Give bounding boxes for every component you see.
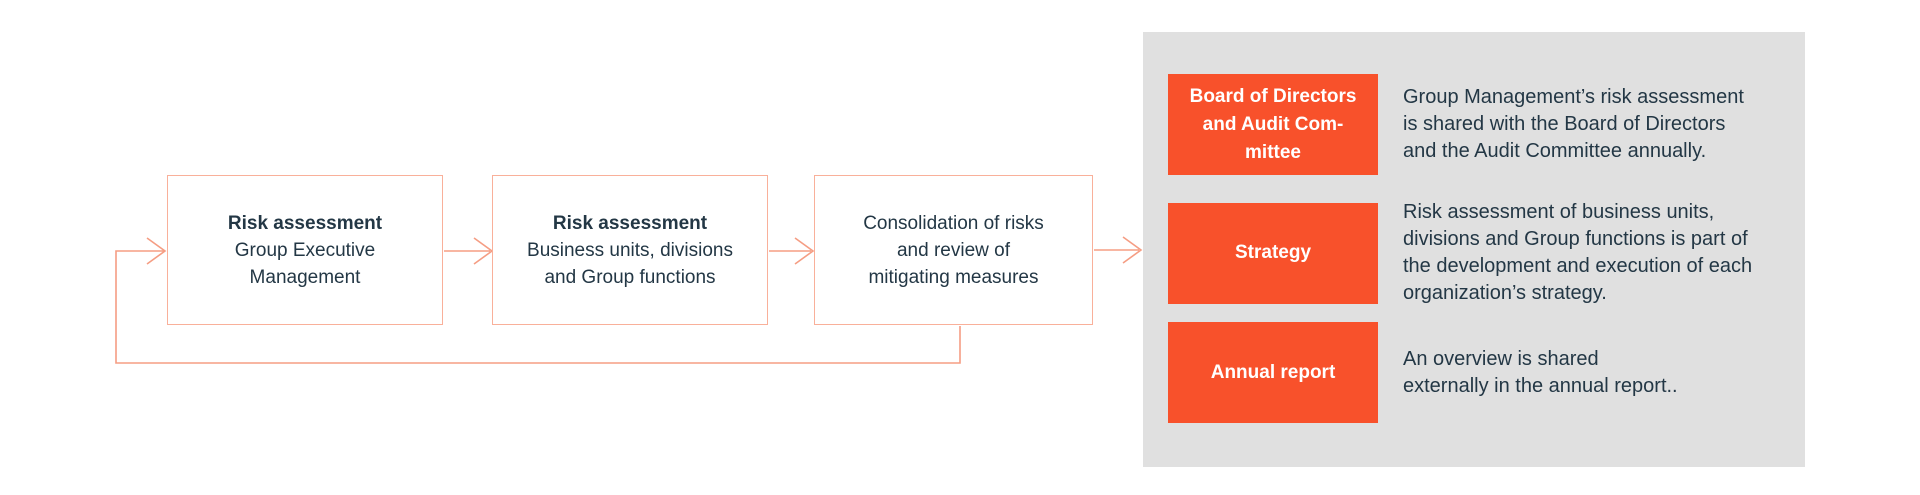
description-board-of-directors: Group Management’s risk assessment is sh… <box>1403 86 1744 162</box>
description-strategy: Risk assessment of business units, divis… <box>1403 201 1753 304</box>
reporting-panel: Board of Directors and Audit Com- mittee… <box>1143 32 1805 467</box>
panel-row-strategy: Strategy Risk assessment of business uni… <box>1168 199 1803 307</box>
flow-box-body: Consolidation of risks and review of mit… <box>863 212 1044 288</box>
flow-box-body: Business units, divisions and Group func… <box>527 239 733 288</box>
flow-box-consolidation: Consolidation of risks and review of mit… <box>814 175 1093 325</box>
flow-box-title: Risk assessment <box>552 212 708 234</box>
arrow-box3-to-panel <box>1094 236 1143 264</box>
flow-box-title: Risk assessment <box>227 212 383 234</box>
arrow-box2-to-box3 <box>769 237 815 265</box>
panel-row-board-of-directors: Board of Directors and Audit Com- mittee… <box>1168 74 1803 175</box>
arrow-box1-to-box2 <box>444 237 494 265</box>
label-annual-report: Annual report <box>1168 322 1378 423</box>
flow-box-business-units: Risk assessment Business units, division… <box>492 175 768 325</box>
label-board-of-directors: Board of Directors and Audit Com- mittee <box>1168 74 1378 175</box>
label-strategy: Strategy <box>1168 202 1378 304</box>
flow-box-group-executive-management: Risk assessment Group Executive Manageme… <box>167 175 443 325</box>
panel-row-annual-report: Annual report An overview is shared exte… <box>1168 322 1803 423</box>
flow-box-body: Group Executive Management <box>234 239 376 288</box>
description-annual-report: An overview is shared externally in the … <box>1403 347 1678 397</box>
